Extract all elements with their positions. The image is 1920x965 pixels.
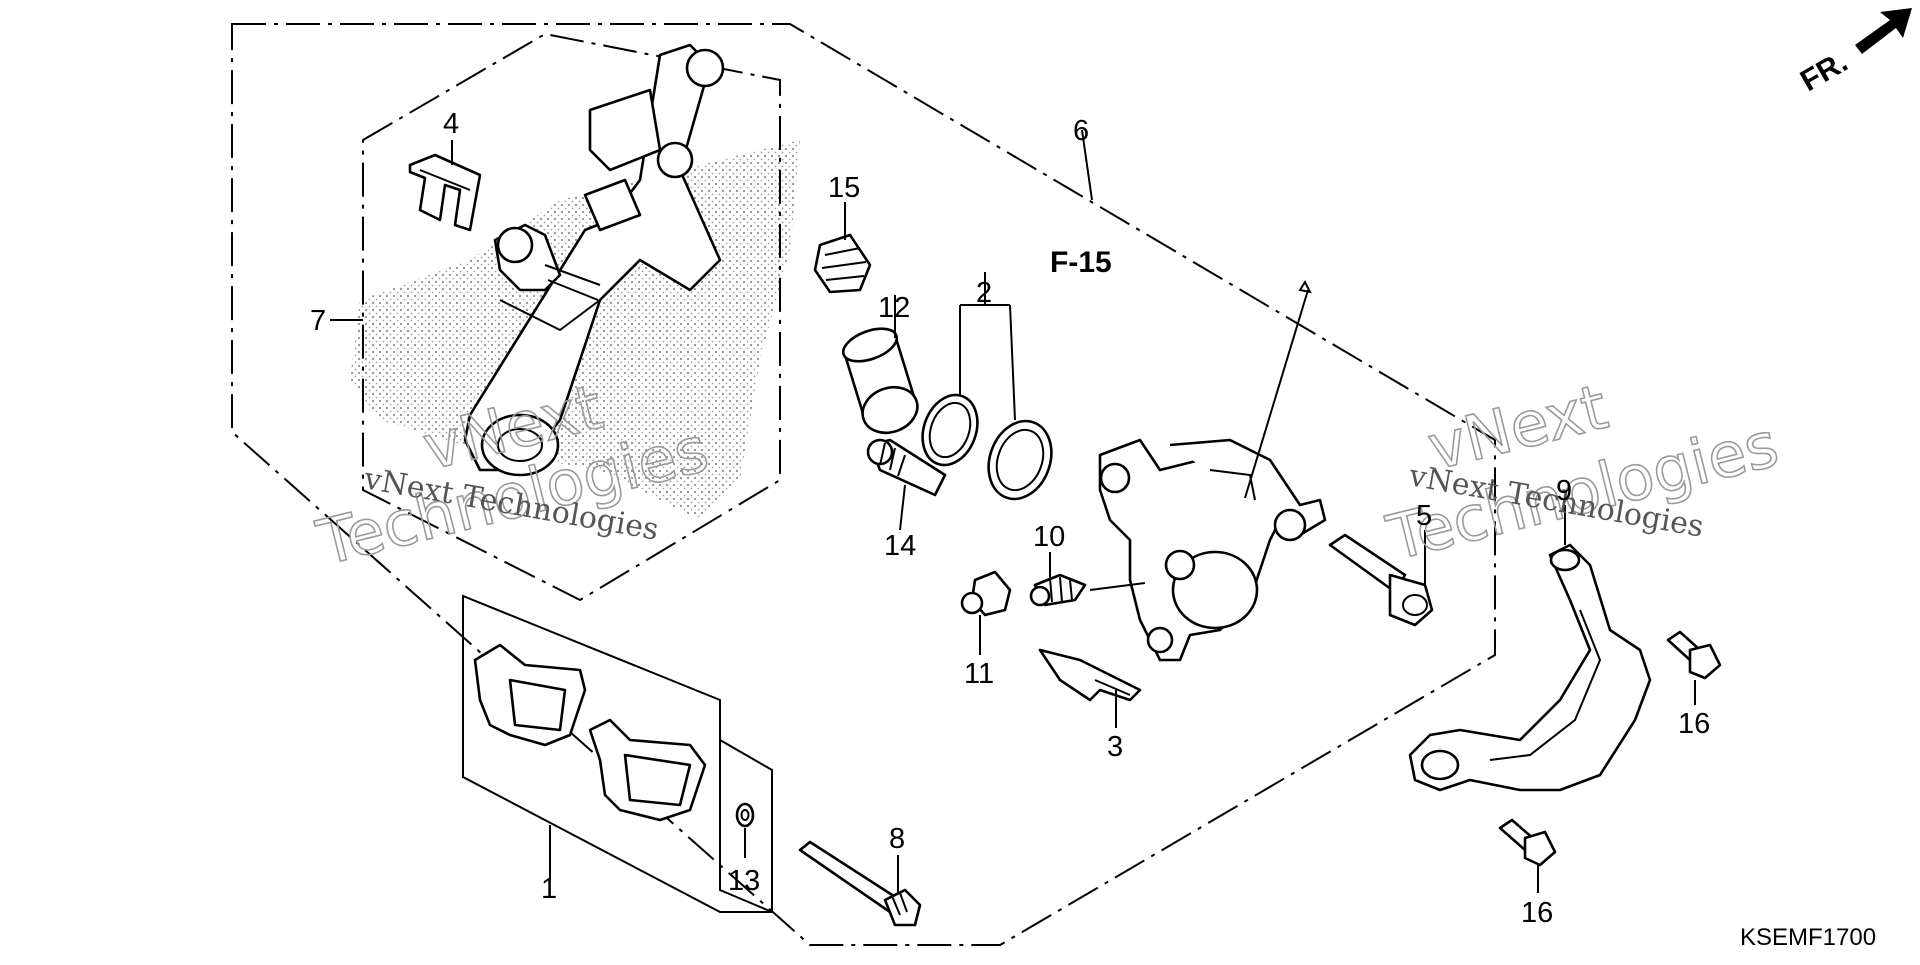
callout-7: 7 — [310, 305, 326, 337]
front-arrow-icon — [1855, 8, 1912, 54]
brake-pads-1 — [473, 643, 707, 822]
pin-bolt-14 — [866, 438, 947, 497]
bleeder-cap-11 — [960, 570, 1012, 617]
callout-5: 5 — [1416, 500, 1432, 532]
pad-spring-3 — [1038, 648, 1142, 702]
drawing-code: KSEMF1700 — [1740, 924, 1876, 951]
callout-3: 3 — [1107, 731, 1123, 763]
callout-8: 8 — [889, 823, 905, 855]
leader-lines — [330, 129, 1696, 893]
callout-4: 4 — [443, 108, 459, 140]
front-label: FR. — [1795, 45, 1853, 98]
callout-9: 9 — [1556, 475, 1572, 507]
callout-13: 13 — [728, 865, 760, 897]
caliper-bracket-7 — [463, 43, 725, 477]
flange-bolt-16a — [1666, 630, 1722, 680]
caliper-body-6 — [1098, 438, 1327, 662]
flange-bolt-16b — [1498, 818, 1557, 867]
callout-12: 12 — [878, 292, 910, 324]
callout-6: 6 — [1073, 115, 1089, 147]
callout-15: 15 — [828, 172, 860, 204]
callout-16a: 16 — [1678, 708, 1710, 740]
piston-seals-2 — [921, 393, 1053, 501]
caliper-guard-9 — [1408, 543, 1652, 792]
watermark-right: vNext Technologies vNext Technologies — [1379, 369, 1786, 575]
pad-clip-4 — [408, 153, 482, 232]
direction-indicator: FR. — [1795, 8, 1912, 98]
callout-16b: 16 — [1521, 897, 1553, 929]
callout-14: 14 — [884, 530, 916, 562]
callout-1: 1 — [541, 873, 557, 905]
figure-reference: F-15 — [1050, 246, 1112, 279]
callout-2: 2 — [976, 277, 992, 309]
pad-boundary-1 — [462, 594, 773, 913]
callout-labels: 1 2 3 4 5 6 7 8 9 10 11 12 13 14 15 16 1… — [310, 108, 1710, 929]
washer-13 — [735, 802, 755, 828]
bracket-boundary-7 — [362, 32, 781, 602]
boot-15 — [813, 233, 872, 294]
callout-11: 11 — [964, 658, 994, 690]
assembly-boundary-6 — [231, 23, 1496, 946]
pad-boundary-inner — [719, 740, 773, 913]
slide-pin-5 — [1328, 533, 1434, 627]
bleeder-screw-10 — [1029, 573, 1087, 607]
piston-12 — [841, 327, 919, 435]
callout-10: 10 — [1033, 521, 1065, 553]
pad-pin-8 — [798, 840, 922, 927]
